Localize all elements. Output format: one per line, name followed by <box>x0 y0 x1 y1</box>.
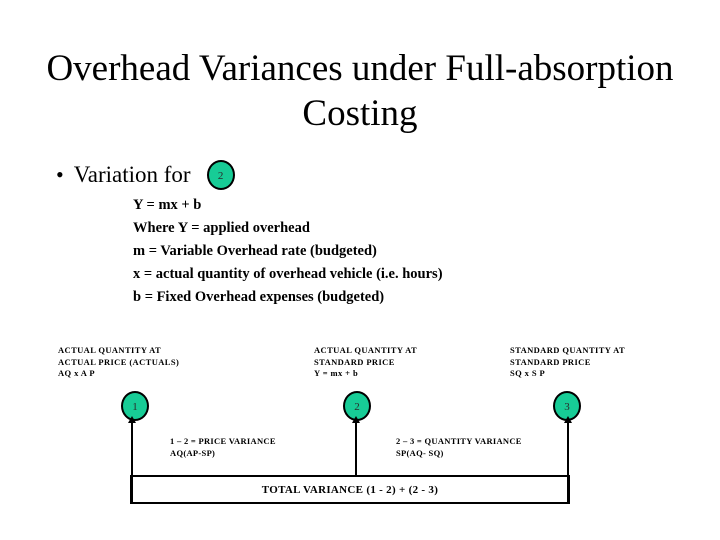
column-3-line-1: STANDARD QUANTITY AT <box>510 345 626 355</box>
total-variance-box <box>130 475 570 504</box>
definition-list: Y = mx + b Where Y = applied overhead m … <box>133 194 653 309</box>
column-2-line-3: Y = mx + b <box>314 368 359 378</box>
definition-line-2: Where Y = applied overhead <box>133 220 310 236</box>
total-variance-label: TOTAL VARIANCE (1 - 2) + (2 - 3) <box>261 483 439 496</box>
price-variance-label: 1 – 2 = PRICE VARIANCE AQ(AP-SP) <box>170 436 276 459</box>
column-3-line-2: STANDARD PRICE <box>510 356 591 367</box>
definition-line-3: m = Variable Overhead rate (budgeted) <box>133 243 377 259</box>
connector-line-3 <box>567 420 569 504</box>
column-header-3: STANDARD QUANTITY AT STANDARD PRICE SQ x… <box>510 345 625 380</box>
definition-line-1: Y = mx + b <box>133 197 202 213</box>
definition-line-5: b = Fixed Overhead expenses (budgeted) <box>133 289 385 305</box>
column-2-line-2: STANDARD PRICE <box>314 356 395 367</box>
page-title: Overhead Variances under Full-absorption… <box>46 48 674 134</box>
column-header-1: ACTUAL QUANTITY AT ACTUAL PRICE (ACTUALS… <box>58 345 179 380</box>
arrow-up-icon-3 <box>564 416 572 423</box>
column-1-line-1: ACTUAL QUANTITY AT <box>58 345 162 355</box>
arrow-up-icon-1 <box>128 416 136 423</box>
arrow-up-icon-2 <box>352 416 360 423</box>
bullet-row: • Variation for 2 <box>56 160 456 190</box>
badge-2: 2 <box>206 160 235 190</box>
column-header-2: ACTUAL QUANTITY AT STANDARD PRICE Y = mx… <box>314 345 417 380</box>
price-variance-line-2: AQ(AP-SP) <box>170 447 216 458</box>
connector-line-2 <box>355 420 357 476</box>
column-2-line-1: ACTUAL QUANTITY AT <box>314 345 418 355</box>
connector-line-1 <box>131 420 133 504</box>
bullet-text: Variation for <box>73 162 191 187</box>
bullet-marker-icon: • <box>56 162 64 187</box>
definition-line-4: x = actual quantity of overhead vehicle … <box>133 266 443 282</box>
column-3-line-3: SQ x S P <box>510 368 546 378</box>
column-1-line-2: ACTUAL PRICE (ACTUALS) <box>58 356 180 367</box>
quantity-variance-line-2: SP(AQ- SQ) <box>396 447 444 458</box>
price-variance-line-1: 1 – 2 = PRICE VARIANCE <box>170 436 276 446</box>
quantity-variance-label: 2 – 3 = QUANTITY VARIANCE SP(AQ- SQ) <box>396 436 522 459</box>
quantity-variance-line-1: 2 – 3 = QUANTITY VARIANCE <box>396 436 522 446</box>
column-1-line-3: AQ x A P <box>58 368 95 378</box>
